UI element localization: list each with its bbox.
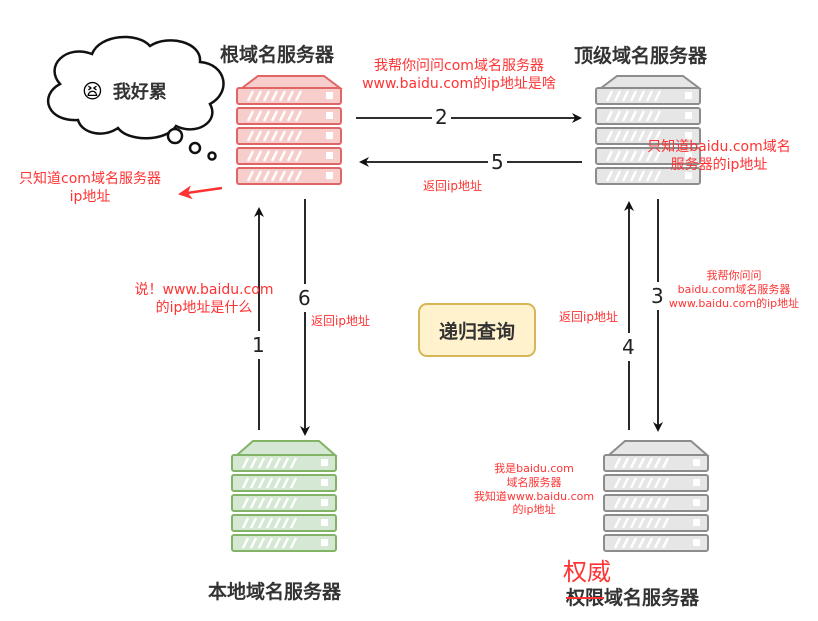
step-1-label: 1 — [252, 331, 265, 359]
step-5-label: 5 — [488, 150, 507, 174]
local-server-title: 本地域名服务器 — [208, 581, 342, 603]
step-2-label: 2 — [432, 105, 451, 129]
note-ask-com: 我帮你问问com域名服务器 www.baidu.com的ip地址是啥 — [362, 58, 556, 92]
auth-server-title-struck: 权限 — [566, 587, 605, 609]
tld-server-title: 顶级域名服务器 — [574, 45, 708, 67]
note-return-ip-5: 返回ip地址 — [423, 179, 482, 193]
cloud-text: 我好累 — [112, 82, 167, 103]
note-ask-baidu: 我帮你问问 baidu.com域名服务器 www.baidu.com的ip地址 — [668, 269, 800, 310]
root-server-title: 根域名服务器 — [220, 44, 335, 66]
step-6-label: 6 — [298, 284, 311, 312]
cloud-label: 😫 我好累 — [82, 78, 167, 104]
step-3-label: 3 — [651, 282, 664, 310]
red-annotation-arrow — [178, 185, 223, 200]
note-return-ip-6: 返回ip地址 — [311, 314, 370, 328]
note-tld-only-knows: 只知道baidu.com域名 服务器的ip地址 — [647, 139, 791, 173]
thought-cloud — [46, 35, 225, 161]
note-root-only-knows: 只知道com域名服务器 ip地址 — [19, 171, 161, 205]
note-return-ip-4: 返回ip地址 — [559, 310, 618, 324]
root-server-icon — [236, 75, 343, 185]
step-4-label: 4 — [622, 333, 635, 361]
note-auth-knows: 我是baidu.com 域名服务器 我知道www.baidu.com 的ip地址 — [473, 462, 595, 517]
tired-face-icon: 😫 — [82, 79, 103, 103]
auth-server-icon — [603, 440, 710, 552]
note-say: 说！www.baidu.com 的ip地址是什么 — [134, 282, 274, 316]
local-server-icon — [231, 440, 338, 552]
auth-correction-label: 权威 — [563, 558, 611, 586]
tld-server-icon — [595, 75, 702, 185]
auth-server-title: 权限域名服务器 — [566, 587, 700, 609]
recursive-query-badge: 递归查询 — [418, 303, 536, 357]
